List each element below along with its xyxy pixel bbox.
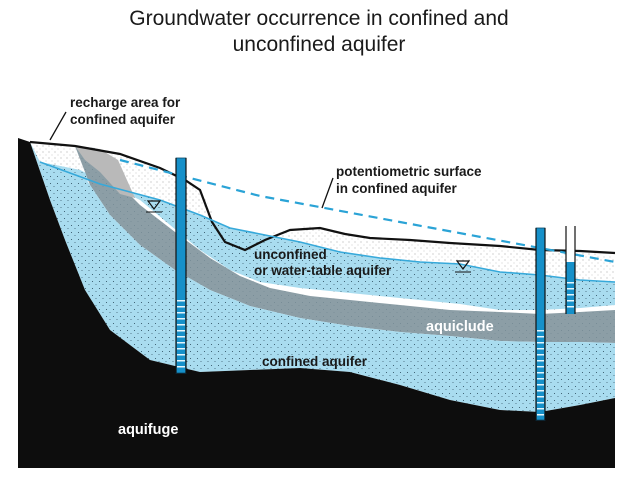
- title-line-2: unconfined aquifer: [232, 33, 406, 56]
- well-middle: [535, 227, 546, 421]
- aquifuge-bedrock: [18, 138, 615, 468]
- potentiometric-surface-line: [119, 158, 616, 264]
- diagram-title: Groundwater occurrence in confined and u…: [0, 6, 638, 58]
- potentiometric-label-line-2: in confined aquifer: [336, 181, 458, 196]
- ground-surface: [29, 140, 616, 255]
- unconfined-label-line-1: unconfined: [254, 247, 327, 262]
- title-line-1: Groundwater occurrence in confined and: [129, 7, 509, 30]
- recharge-zone: [75, 146, 135, 198]
- recharge-leader-line: [49, 111, 67, 141]
- well-right: [565, 226, 576, 314]
- well-left: [175, 157, 187, 374]
- aquiclude-label: aquiclude: [426, 319, 494, 335]
- unconfined-label-line-2: or water-table aquifer: [254, 263, 392, 278]
- water-table-line: [39, 161, 616, 283]
- water-level-marker-right: [455, 260, 471, 273]
- recharge-label-line-1: recharge area for: [70, 95, 181, 110]
- potentiometric-leader-line: [321, 177, 334, 209]
- potentiometric-label-line-1: potentiometric surface: [336, 164, 482, 179]
- recharge-label-line-2: confined aquifer: [70, 112, 176, 127]
- confined-aquifer-label: confined aquifer: [262, 354, 368, 369]
- aquifuge-label: aquifuge: [118, 422, 178, 438]
- water-level-marker-left: [146, 200, 162, 213]
